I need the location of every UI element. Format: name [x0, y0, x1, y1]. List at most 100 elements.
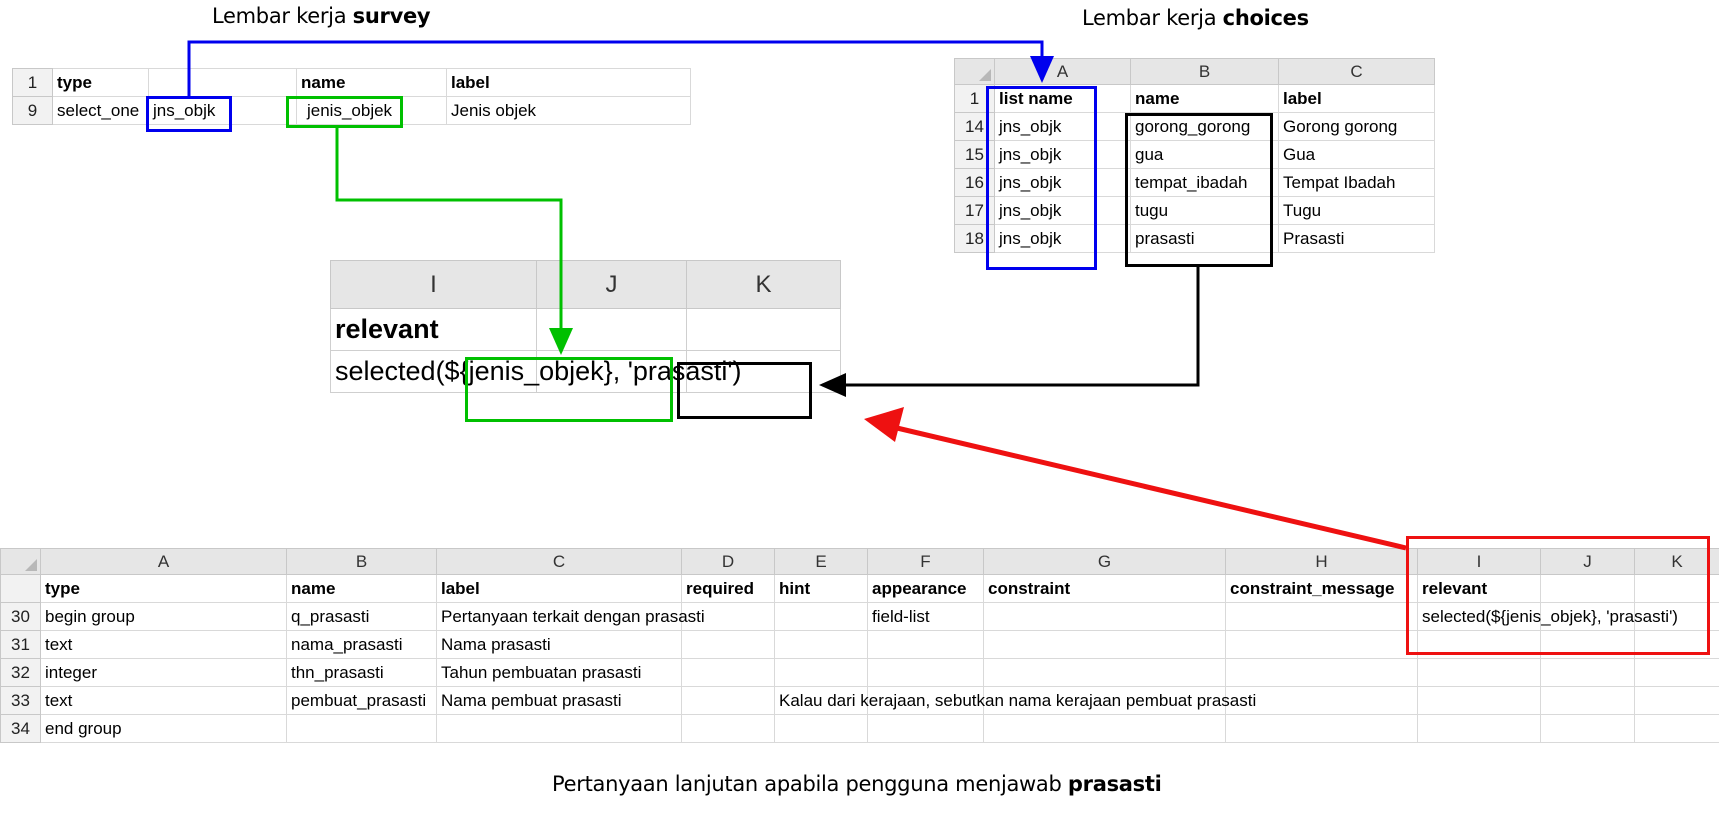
cell-constraint[interactable]	[983, 714, 1226, 743]
cell-label[interactable]: Jenis objek	[446, 96, 691, 125]
cell-list-name-header[interactable]: list name	[994, 84, 1131, 113]
row-number[interactable]: 18	[954, 224, 995, 253]
column-header-j[interactable]: J	[1540, 548, 1635, 575]
select-all-corner[interactable]	[954, 58, 995, 85]
cell-empty[interactable]	[1634, 658, 1719, 687]
cell-relevant[interactable]: selected(${jenis_objek}, 'prasasti')	[1417, 602, 1678, 631]
cell-label-header[interactable]: label	[436, 574, 682, 603]
row-number[interactable]: 34	[0, 714, 41, 743]
cell-type[interactable]: text	[40, 686, 287, 715]
cell-relevant[interactable]	[1417, 630, 1541, 659]
cell-label[interactable]: Nama pembuat prasasti	[436, 686, 682, 715]
column-header-a[interactable]: A	[994, 58, 1131, 85]
cell-constraint-message-header[interactable]: constraint_message	[1225, 574, 1418, 603]
cell-required[interactable]	[681, 686, 775, 715]
cell-empty[interactable]	[1540, 630, 1635, 659]
cell-name[interactable]: jenis_objek	[296, 96, 447, 125]
cell-appearance[interactable]: field-list	[867, 602, 984, 631]
cell-type[interactable]: text	[40, 630, 287, 659]
cell-hint[interactable]: Kalau dari kerajaan, sebutkan nama keraj…	[774, 686, 1256, 715]
cell-name-header[interactable]: name	[286, 574, 437, 603]
column-header-k[interactable]: K	[1634, 548, 1719, 575]
cell-required[interactable]	[681, 602, 775, 631]
cell-relevant[interactable]	[1417, 658, 1541, 687]
cell-type[interactable]: integer	[40, 658, 287, 687]
cell-name[interactable]: tempat_ibadah	[1130, 168, 1279, 197]
cell-constraint-message[interactable]	[1225, 658, 1418, 687]
cell-appearance[interactable]	[867, 658, 984, 687]
cell-empty[interactable]	[1634, 574, 1719, 603]
column-header-b[interactable]: B	[1130, 58, 1279, 85]
row-number[interactable]: 32	[0, 658, 41, 687]
row-number[interactable]: 33	[0, 686, 41, 715]
column-header-i[interactable]: I	[1417, 548, 1541, 575]
cell-empty[interactable]	[1634, 714, 1719, 743]
cell-empty[interactable]	[1540, 686, 1635, 715]
cell-type[interactable]: end group	[40, 714, 287, 743]
cell-name[interactable]: tugu	[1130, 196, 1279, 225]
row-number[interactable]: 16	[954, 168, 995, 197]
row-number[interactable]: 30	[0, 602, 41, 631]
cell-constraint-message[interactable]	[1225, 602, 1418, 631]
cell-list-name[interactable]: jns_objk	[148, 96, 297, 125]
cell-list-name[interactable]: jns_objk	[994, 224, 1131, 253]
cell-name[interactable]: q_prasasti	[286, 602, 437, 631]
select-all-corner[interactable]	[0, 548, 41, 575]
cell-name-header[interactable]: name	[296, 68, 447, 97]
cell-appearance[interactable]	[867, 714, 984, 743]
cell-hint[interactable]	[774, 630, 868, 659]
cell-constraint[interactable]	[983, 658, 1226, 687]
cell-label[interactable]: Gua	[1278, 140, 1435, 169]
cell-label[interactable]: Tahun pembuatan prasasti	[436, 658, 682, 687]
cell-name[interactable]: gua	[1130, 140, 1279, 169]
cell-hint-header[interactable]: hint	[774, 574, 868, 603]
cell-relevant[interactable]	[1417, 686, 1541, 715]
cell-constraint-message[interactable]	[1225, 714, 1418, 743]
cell-list-name[interactable]: jns_objk	[994, 112, 1131, 141]
column-header-f[interactable]: F	[867, 548, 984, 575]
column-header-h[interactable]: H	[1225, 548, 1418, 575]
cell-type-header[interactable]: type	[52, 68, 149, 97]
row-number[interactable]: 14	[954, 112, 995, 141]
cell-label-header[interactable]: label	[446, 68, 691, 97]
cell-constraint[interactable]	[983, 686, 1226, 715]
cell-empty[interactable]	[1540, 658, 1635, 687]
cell-type-header[interactable]: type	[40, 574, 287, 603]
column-header-e[interactable]: E	[774, 548, 868, 575]
cell-label[interactable]: Gorong gorong	[1278, 112, 1435, 141]
cell-appearance[interactable]	[867, 630, 984, 659]
cell-required[interactable]	[681, 658, 775, 687]
cell-empty[interactable]	[1634, 686, 1719, 715]
cell-hint[interactable]	[774, 602, 868, 631]
column-header-k[interactable]: K	[686, 260, 841, 309]
cell-required-header[interactable]: required	[681, 574, 775, 603]
cell-label[interactable]: Tempat Ibadah	[1278, 168, 1435, 197]
cell-name[interactable]: nama_prasasti	[286, 630, 437, 659]
row-number[interactable]: 17	[954, 196, 995, 225]
column-header-c[interactable]: C	[1278, 58, 1435, 85]
cell-appearance-header[interactable]: appearance	[867, 574, 984, 603]
cell-relevant-header[interactable]: relevant	[1417, 574, 1541, 603]
column-header-i[interactable]: I	[330, 260, 537, 309]
cell-constraint[interactable]	[983, 630, 1226, 659]
cell-label[interactable]: Pertanyaan terkait dengan prasasti	[436, 602, 705, 631]
cell-label-header[interactable]: label	[1278, 84, 1435, 113]
cell-name[interactable]: gorong_gorong	[1130, 112, 1279, 141]
cell-empty[interactable]	[686, 350, 841, 393]
cell-relevant[interactable]	[1417, 714, 1541, 743]
cell-empty[interactable]	[1540, 574, 1635, 603]
cell-relevant-header[interactable]: relevant	[330, 308, 537, 351]
cell-required[interactable]	[681, 630, 775, 659]
row-number[interactable]: 15	[954, 140, 995, 169]
cell-empty[interactable]	[1634, 630, 1719, 659]
row-number[interactable]: 9	[12, 96, 53, 125]
cell-label[interactable]: Nama prasasti	[436, 630, 682, 659]
cell-list-name[interactable]: jns_objk	[994, 168, 1131, 197]
cell-constraint-header[interactable]: constraint	[983, 574, 1226, 603]
cell-constraint-message[interactable]	[1225, 630, 1418, 659]
cell-appearance[interactable]	[867, 686, 984, 715]
column-header-j[interactable]: J	[536, 260, 687, 309]
cell-type[interactable]: select_one	[52, 96, 149, 125]
row-number[interactable]: 1	[954, 84, 995, 113]
cell-list-name[interactable]: jns_objk	[994, 140, 1131, 169]
